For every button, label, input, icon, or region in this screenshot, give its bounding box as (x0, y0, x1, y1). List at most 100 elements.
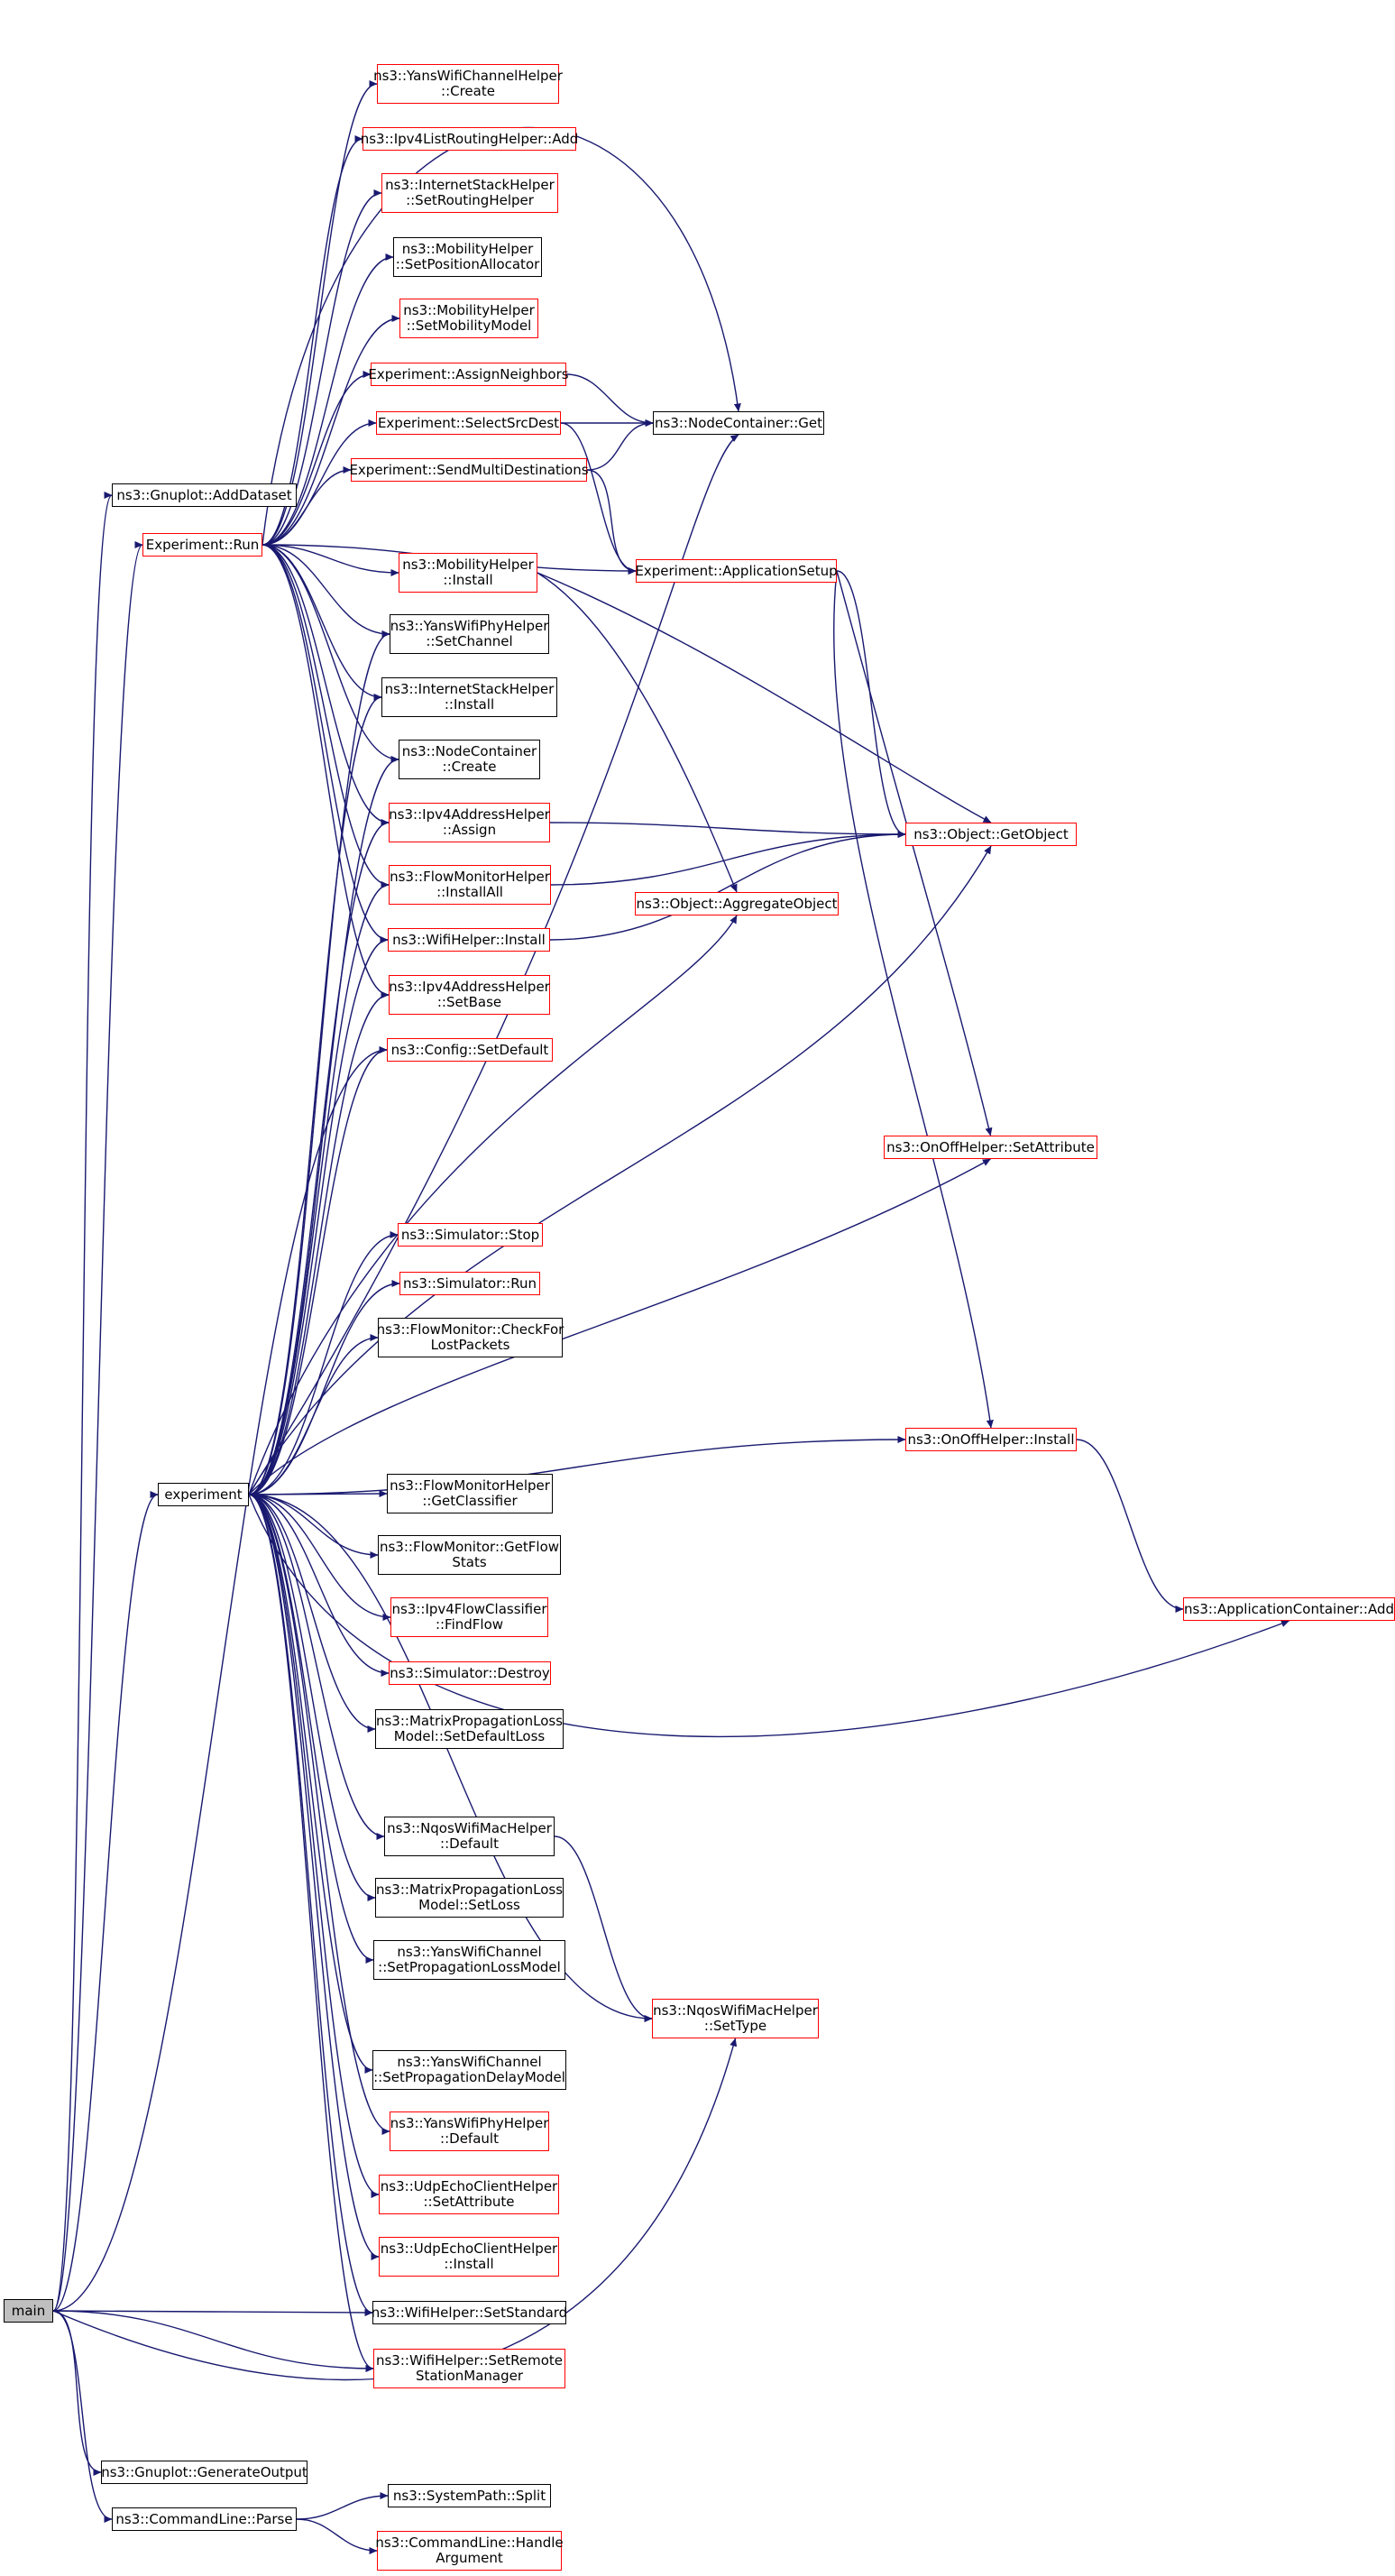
node-experiment-send-multi-destinations[interactable]: Experiment::SendMultiDestinations (349, 458, 589, 482)
node-ipv4-address-set-base[interactable]: ns3::Ipv4AddressHelper::SetBase (389, 975, 550, 1015)
node-main[interactable]: main (4, 2299, 53, 2323)
node-nqos-wifi-mac-default[interactable]: ns3::NqosWifiMacHelper::Default (384, 1817, 555, 1856)
node-label: ns3::FlowMonitorHelper (390, 869, 550, 885)
node-label: ::Create (442, 759, 497, 775)
node-label: ns3::MobilityHelper (402, 557, 534, 573)
node-label: ns3::MatrixPropagationLoss (375, 1713, 564, 1729)
edge-experiment-to-udp-echo-client-install (248, 1494, 380, 2260)
node-ipv4-address-assign[interactable]: ns3::Ipv4AddressHelper::Assign (389, 803, 550, 842)
node-label: ::Install (444, 696, 495, 713)
node-nqos-wifi-mac-set-type[interactable]: ns3::NqosWifiMacHelper::SetType (652, 1999, 819, 2038)
node-ipv4-list-routing-add[interactable]: ns3::Ipv4ListRoutingHelper::Add (361, 127, 578, 151)
edge-experiment-to-wifi-helper-install (248, 936, 389, 1495)
node-wifi-helper-set-standard[interactable]: ns3::WifiHelper::SetStandard (372, 2301, 567, 2324)
node-label: ns3::FlowMonitor::CheckFor (376, 1321, 564, 1338)
node-mobility-set-mobility-model[interactable]: ns3::MobilityHelper::SetMobilityModel (399, 299, 538, 338)
node-experiment-application-setup[interactable]: Experiment::ApplicationSetup (635, 559, 838, 583)
node-label: ns3::CommandLine::Handle (375, 2535, 564, 2551)
node-config-set-default[interactable]: ns3::Config::SetDefault (387, 1038, 553, 1062)
node-mobility-install[interactable]: ns3::MobilityHelper::Install (399, 553, 537, 593)
edge-experiment-run-to-experiment-assign-neighbors (262, 370, 372, 546)
node-flow-monitor-get-classifier[interactable]: ns3::FlowMonitorHelper::GetClassifier (387, 1474, 553, 1513)
node-label: ::Assign (442, 822, 497, 838)
node-label: ns3::YansWifiChannel (397, 1944, 542, 1960)
node-experiment-select-src-dest[interactable]: Experiment::SelectSrcDest (376, 411, 561, 435)
node-ipv4-flow-classifier-find-flow[interactable]: ns3::Ipv4FlowClassifier::FindFlow (390, 1597, 548, 1637)
edge-main-to-experiment-run (52, 541, 143, 2312)
node-internet-stack-set-routing[interactable]: ns3::InternetStackHelper::SetRoutingHelp… (381, 173, 558, 213)
node-label: main (11, 2302, 46, 2319)
node-label: ns3::Ipv4AddressHelper (389, 806, 550, 823)
edge-experiment-run-to-wifi-helper-install (262, 544, 389, 943)
node-label: ns3::ApplicationContainer::Add (1184, 1600, 1394, 1617)
node-command-line-parse[interactable]: ns3::CommandLine::Parse (112, 2507, 297, 2531)
node-label: ns3::NqosWifiMacHelper (387, 1820, 552, 1836)
edge-experiment-to-matrix-set-loss (248, 1494, 376, 1901)
edge-experiment-run-to-ipv4-address-assign (262, 544, 390, 827)
node-object-get-object[interactable]: ns3::Object::GetObject (905, 823, 1077, 846)
edge-onoff-install-to-application-container-add (1076, 1439, 1184, 1614)
node-label: ns3::Gnuplot::AddDataset (116, 486, 292, 503)
edge-experiment-to-nqos-wifi-mac-default (248, 1494, 385, 1841)
edge-experiment-to-object-aggregate-object (248, 915, 738, 1495)
node-gnuplot-adddataset[interactable]: ns3::Gnuplot::AddDataset (112, 483, 297, 507)
node-udp-echo-client-set-attribute[interactable]: ns3::UdpEchoClientHelper::SetAttribute (379, 2175, 559, 2214)
node-simulator-run[interactable]: ns3::Simulator::Run (399, 1272, 540, 1295)
edge-main-to-command-line-parse (52, 2310, 113, 2524)
node-label: ns3::InternetStackHelper (384, 681, 555, 697)
node-onoff-set-attribute[interactable]: ns3::OnOffHelper::SetAttribute (884, 1136, 1097, 1159)
node-application-container-add[interactable]: ns3::ApplicationContainer::Add (1183, 1597, 1395, 1621)
node-onoff-install[interactable]: ns3::OnOffHelper::Install (905, 1428, 1077, 1451)
node-flow-monitor-install-all[interactable]: ns3::FlowMonitorHelper::InstallAll (389, 865, 551, 905)
edge-main-to-gnuplot-adddataset (52, 492, 113, 2312)
node-node-container-get[interactable]: ns3::NodeContainer::Get (653, 411, 824, 435)
edge-main-to-wifi-helper-set-remote-station-manager (52, 2310, 374, 2373)
node-yans-channel-helper-create[interactable]: ns3::YansWifiChannelHelper::Create (373, 64, 563, 104)
node-node-container-create[interactable]: ns3::NodeContainer::Create (399, 740, 540, 779)
edge-nqos-wifi-mac-default-to-nqos-wifi-mac-set-type (554, 1835, 653, 2023)
node-label: ::SetType (703, 2018, 767, 2034)
node-udp-echo-client-install[interactable]: ns3::UdpEchoClientHelper::Install (379, 2237, 559, 2277)
node-label: ::FindFlow (435, 1616, 504, 1633)
node-simulator-destroy[interactable]: ns3::Simulator::Destroy (389, 1661, 551, 1685)
node-gnuplot-generate-output[interactable]: ns3::Gnuplot::GenerateOutput (101, 2461, 307, 2484)
node-mobility-set-position-allocator[interactable]: ns3::MobilityHelper::SetPositionAllocato… (393, 237, 542, 277)
node-experiment-run[interactable]: Experiment::Run (142, 533, 262, 557)
node-label: ns3::CommandLine::Parse (115, 2510, 293, 2527)
node-simulator-stop[interactable]: ns3::Simulator::Stop (398, 1223, 543, 1247)
node-label: ::Create (441, 83, 495, 99)
node-label: Model::SetLoss (418, 1897, 520, 1913)
node-label: experiment (164, 1486, 243, 1503)
node-experiment-assign-neighbors[interactable]: Experiment::AssignNeighbors (368, 363, 569, 386)
edge-experiment-to-wifi-helper-set-standard (248, 1494, 373, 2316)
edge-experiment-to-node-container-create (248, 756, 399, 1495)
node-label: ns3::YansWifiPhyHelper (390, 2115, 549, 2131)
edge-experiment-run-to-mobility-set-mobility-model (262, 314, 400, 546)
node-system-path-split[interactable]: ns3::SystemPath::Split (388, 2484, 551, 2507)
node-label: ::Install (444, 2256, 494, 2272)
node-yans-phy-set-channel[interactable]: ns3::YansWifiPhyHelper::SetChannel (390, 614, 549, 654)
node-wifi-helper-install[interactable]: ns3::WifiHelper::Install (388, 928, 550, 952)
node-label: ns3::SystemPath::Split (392, 2487, 546, 2504)
node-yans-channel-set-prop-delay[interactable]: ns3::YansWifiChannel::SetPropagationDela… (372, 2050, 566, 2090)
edge-experiment-to-ipv4-address-assign (248, 819, 390, 1495)
node-experiment[interactable]: experiment (158, 1483, 249, 1506)
node-object-aggregate-object[interactable]: ns3::Object::AggregateObject (635, 892, 839, 915)
node-internet-stack-install[interactable]: ns3::InternetStackHelper::Install (381, 677, 557, 717)
node-label: Experiment::SendMultiDestinations (349, 461, 589, 478)
node-label: ns3::WifiHelper::SetRemote (375, 2352, 564, 2369)
node-label: ::InstallAll (436, 884, 503, 900)
node-yans-phy-default[interactable]: ns3::YansWifiPhyHelper::Default (390, 2111, 549, 2151)
node-label: LostPackets (430, 1337, 510, 1353)
edge-experiment-run-to-ipv4-address-set-base (262, 544, 390, 998)
node-yans-channel-set-prop-loss[interactable]: ns3::YansWifiChannel::SetPropagationLoss… (373, 1940, 565, 1980)
edge-experiment-application-setup-to-onoff-set-attribute (836, 570, 993, 1136)
node-label: ::Default (440, 1835, 499, 1852)
